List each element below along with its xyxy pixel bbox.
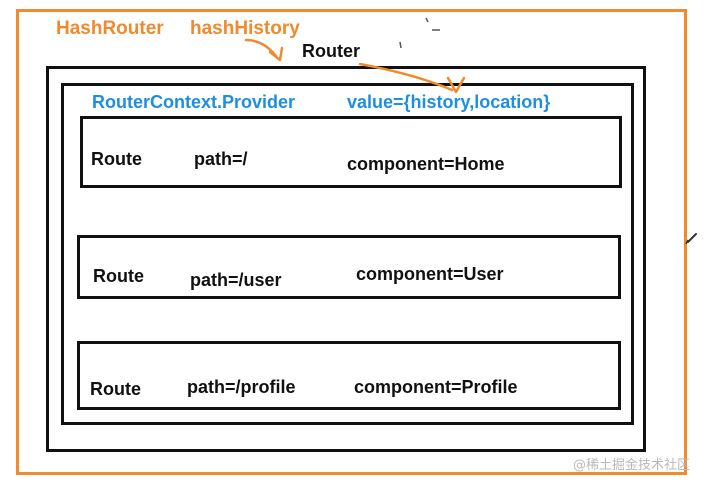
hash-history-label: hashHistory bbox=[190, 18, 300, 39]
arrowhead-history-to-router bbox=[268, 46, 284, 62]
arrowhead-router-to-value bbox=[446, 76, 466, 94]
route-box-user bbox=[77, 235, 621, 299]
provider-container bbox=[61, 83, 634, 425]
route-path: path=/profile bbox=[187, 377, 296, 397]
route-component: component=Profile bbox=[354, 377, 518, 397]
route-path: path=/ bbox=[194, 149, 248, 169]
watermark: @稀土掘金技术社区 bbox=[572, 458, 690, 473]
route-label: Route bbox=[91, 149, 142, 169]
arrow-router-to-value bbox=[358, 62, 454, 92]
route-box-home bbox=[80, 116, 622, 188]
route-box-profile bbox=[77, 341, 621, 410]
stray-mark bbox=[425, 17, 429, 23]
route-component: component=Home bbox=[347, 154, 505, 174]
router-container bbox=[46, 66, 646, 452]
route-label: Route bbox=[90, 379, 141, 399]
stray-mark bbox=[399, 41, 402, 49]
route-label: Route bbox=[93, 266, 144, 286]
route-component: component=User bbox=[356, 264, 504, 284]
hash-router-container bbox=[16, 9, 687, 475]
route-path: path=/user bbox=[190, 270, 282, 290]
router-label: Router bbox=[302, 41, 360, 61]
hash-router-label: HashRouter bbox=[56, 18, 164, 39]
provider-label: RouterContext.Provider bbox=[92, 92, 296, 112]
provider-value-label: value={history,location} bbox=[347, 92, 551, 112]
pencil-icon bbox=[685, 233, 697, 245]
